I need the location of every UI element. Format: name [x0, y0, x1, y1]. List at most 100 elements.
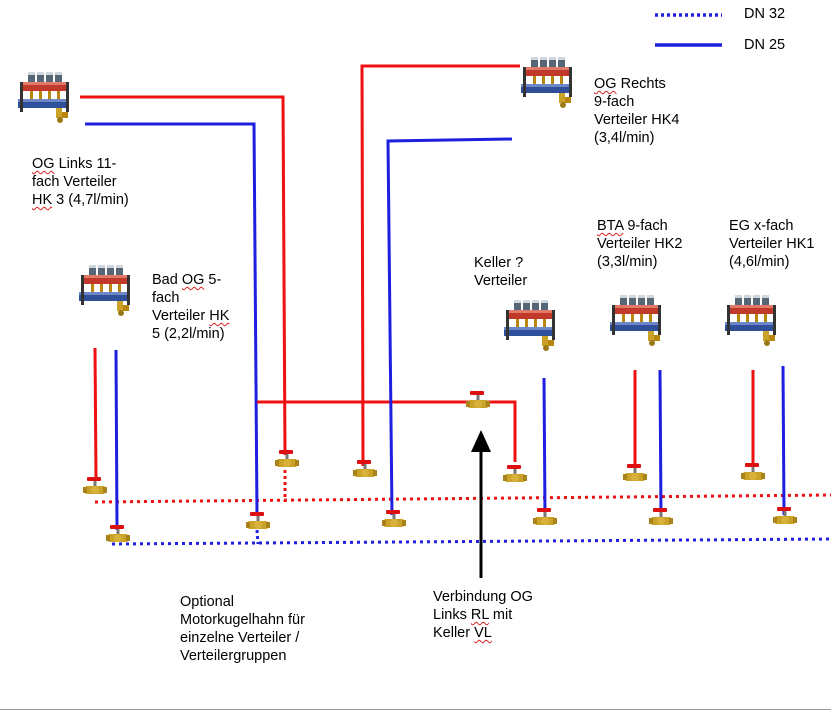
label-line: Verteiler [474, 272, 527, 290]
valve-icon [353, 460, 377, 477]
label-text: (3,4l/min) [594, 130, 655, 146]
label-line: Optional [180, 593, 305, 611]
label-line: BTA 9-fach [597, 217, 682, 235]
label-line: (4,6l/min) [729, 253, 814, 271]
connection-line [257, 400, 517, 462]
label-line: OG Rechts [594, 75, 679, 93]
og-links-manifold-icon [18, 72, 69, 123]
valve-icon [466, 391, 490, 408]
label-text: einzelne Verteiler / [180, 630, 300, 646]
label-text: mit [488, 607, 513, 623]
valve-icon [382, 510, 406, 527]
keller-label: Keller ?Verteiler [474, 254, 527, 290]
bad-og-return-line [114, 349, 119, 531]
label-line: Keller ? [474, 254, 527, 272]
label-text: 5 (2,2l/min) [152, 326, 225, 342]
label-line: EG x-fach [729, 217, 814, 235]
label-line: (3,4l/min) [594, 129, 679, 147]
valve-icon [773, 507, 797, 524]
label-line: 5 (2,2l/min) [152, 325, 229, 343]
label-line: HK 3 (4,7l/min) [32, 191, 129, 209]
label-line: Bad OG 5- [152, 271, 229, 289]
label-text: Links [433, 607, 471, 623]
label-text: Verteiler HK2 [597, 236, 683, 252]
label-text: Motorkugelhahn für [180, 612, 305, 628]
label-line: Verteiler HK1 [729, 235, 814, 253]
label-text: Keller [433, 625, 475, 641]
label-text: Verteiler HK1 [729, 236, 815, 252]
label-text: BTA [597, 218, 624, 234]
label-line: Verteiler HK4 [594, 111, 679, 129]
label-line: Keller VL [433, 624, 533, 642]
og-links-supply-line [80, 95, 287, 456]
label-line: Verteiler HK2 [597, 235, 682, 253]
label-text: (3,3l/min) [597, 254, 658, 270]
bottom-rule [0, 709, 831, 710]
valve-icon [275, 450, 299, 467]
label-line: OG Links 11- [32, 155, 129, 173]
label-text: fach [152, 290, 180, 306]
label-text: HK [32, 192, 53, 208]
label-text: 3 (4,7l/min) [52, 192, 129, 208]
label-text: Verteiler HK4 [594, 112, 680, 128]
og-rechts-return-line [386, 137, 513, 516]
bta-return-line [658, 369, 663, 516]
valve-icon [106, 525, 130, 542]
valve-icon [649, 508, 673, 525]
connection-arrow-head [471, 430, 491, 452]
og-links-return-dotted [255, 529, 260, 545]
valve-icon [246, 512, 270, 529]
og-links-return-line [85, 122, 259, 516]
valve-icon [503, 465, 527, 482]
label-line: Links RL mit [433, 606, 533, 624]
label-text: Rechts [616, 76, 666, 92]
label-text: Keller ? [474, 255, 524, 271]
legend-label-dn25: DN 25 [744, 37, 786, 53]
label-text: VL [474, 625, 492, 641]
label-line: Verteilergruppen [180, 647, 305, 665]
supply-header-dn32 [94, 493, 831, 504]
label-text: fach Verteiler [32, 174, 117, 190]
label-line: Verteiler HK [152, 307, 229, 325]
label-text: 9-fach [594, 94, 635, 110]
label-text: Optional [180, 594, 235, 610]
bta-manifold-icon [610, 295, 661, 346]
label-text: OG [594, 76, 617, 92]
label-text: Verbindung OG [433, 589, 533, 605]
og-rechts-manifold-icon [521, 57, 572, 108]
og-rechts-supply-line [360, 64, 520, 467]
eg-manifold-icon [725, 295, 776, 346]
label-text: RL [470, 607, 489, 623]
label-line: fach [152, 289, 229, 307]
label-line: einzelne Verteiler / [180, 629, 305, 647]
bad-og-supply-line [93, 347, 98, 479]
eg-return-line [781, 365, 786, 516]
label-text: OG [32, 156, 55, 172]
label-line: fach Verteiler [32, 173, 129, 191]
label-text: EG x-fach [729, 218, 794, 234]
label-text: Links 11- [54, 156, 117, 172]
keller-return-line [542, 377, 547, 516]
keller-manifold-icon [504, 300, 555, 351]
valve-icon [623, 464, 647, 481]
label-text: (4,6l/min) [729, 254, 790, 270]
bad-og-manifold-icon [79, 265, 130, 316]
label-line: Verbindung OG [433, 588, 533, 606]
valve-icon [533, 508, 557, 525]
valve-icon [83, 477, 107, 494]
legend-label-dn32: DN 32 [744, 6, 786, 22]
label-text: 9-fach [623, 218, 668, 234]
label-text: OG [181, 272, 205, 288]
label-line: 9-fach [594, 93, 679, 111]
label-text: Verteilergruppen [180, 648, 287, 664]
valve-icon [741, 463, 765, 480]
label-line: (3,3l/min) [597, 253, 682, 271]
label-line: Motorkugelhahn für [180, 611, 305, 629]
label-text: HK [209, 308, 230, 324]
